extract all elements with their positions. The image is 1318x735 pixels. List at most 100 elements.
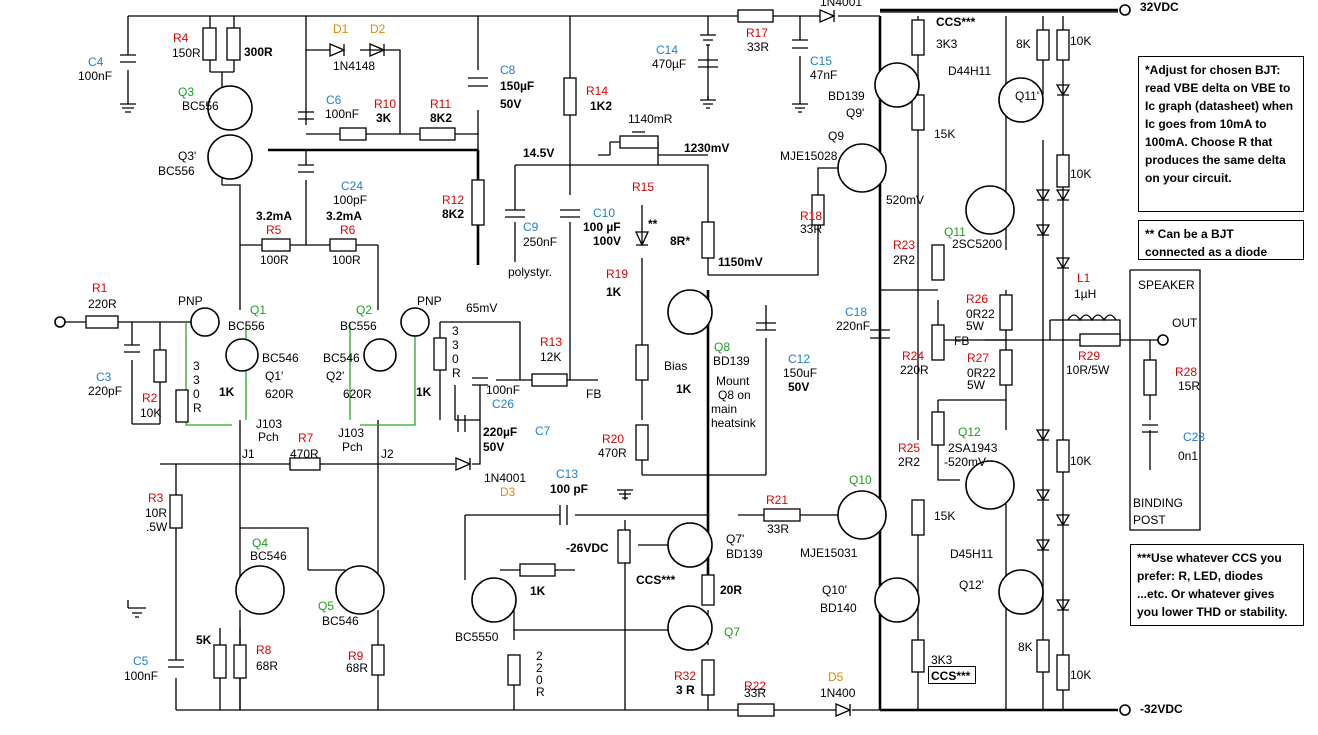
component-label: R17 bbox=[746, 26, 768, 40]
component-label: J103 bbox=[338, 426, 364, 440]
component-label: CCS*** bbox=[931, 669, 971, 683]
component-label: R12 bbox=[442, 193, 464, 207]
component-label: C3 bbox=[96, 370, 112, 384]
component-label: BC546 bbox=[323, 351, 360, 365]
component-label: 250nF bbox=[523, 235, 557, 249]
component-label: FB bbox=[586, 387, 601, 401]
component-label: 2R2 bbox=[893, 253, 915, 267]
component-label: 0 bbox=[536, 673, 543, 687]
component-label: 10K bbox=[140, 406, 161, 420]
component-label: J2 bbox=[381, 447, 394, 461]
component-label: BD139 bbox=[726, 547, 763, 561]
component-label: R14 bbox=[586, 84, 608, 98]
component-label: 620R bbox=[265, 387, 294, 401]
component-label: R23 bbox=[893, 238, 915, 252]
component-label: R32 bbox=[674, 669, 696, 683]
component-label: C15 bbox=[810, 54, 832, 68]
component-label: R3 bbox=[148, 491, 164, 505]
component-label: BD139 bbox=[828, 89, 865, 103]
component-label: 0R22 bbox=[967, 366, 996, 380]
component-label: D1 bbox=[333, 22, 349, 36]
component-label: 220R bbox=[88, 297, 117, 311]
component-label: PNP bbox=[178, 294, 203, 308]
component-label: Mount bbox=[716, 374, 750, 388]
component-label: 150uF bbox=[783, 366, 817, 380]
component-label: Pch bbox=[342, 440, 363, 454]
component-label: Q2 bbox=[356, 303, 372, 317]
component-label: 100R bbox=[332, 253, 361, 267]
component-label: R21 bbox=[766, 493, 788, 507]
component-label: R26 bbox=[966, 292, 988, 306]
component-label: Q8 bbox=[714, 340, 730, 354]
component-label: R4 bbox=[173, 31, 189, 45]
component-label: Q11' bbox=[1015, 89, 1039, 103]
component-label: 8R* bbox=[670, 234, 690, 248]
component-label: BC5550 bbox=[455, 630, 499, 644]
component-label: Q9' bbox=[846, 106, 864, 120]
component-label: 470µF bbox=[652, 57, 686, 71]
speaker-title: SPEAKER bbox=[1138, 278, 1195, 292]
component-label: C5 bbox=[133, 654, 149, 668]
component-label: J1 bbox=[242, 447, 255, 461]
component-label: MJE15028 bbox=[780, 149, 838, 163]
component-label: 10K bbox=[1070, 167, 1091, 181]
component-label: 1K bbox=[676, 382, 692, 396]
component-label: Q9 bbox=[828, 129, 844, 143]
component-label: BC546 bbox=[322, 614, 359, 628]
component-label: 33R bbox=[767, 522, 789, 536]
component-label: 2R2 bbox=[898, 455, 920, 469]
component-label: 2SA1943 bbox=[948, 441, 998, 455]
component-label: 520mV bbox=[886, 193, 924, 207]
component-label: R1 bbox=[92, 281, 108, 295]
component-label: R bbox=[452, 366, 461, 380]
component-label: 65mV bbox=[466, 301, 497, 315]
component-label: L1 bbox=[1077, 271, 1091, 285]
component-label: 68R bbox=[256, 659, 278, 673]
component-label: 0R22 bbox=[966, 307, 995, 321]
component-label: 3 bbox=[452, 338, 459, 352]
component-label: Q10' bbox=[822, 583, 847, 597]
component-label: R15 bbox=[632, 180, 654, 194]
component-label: 1K bbox=[219, 385, 235, 399]
component-label: C18 bbox=[845, 305, 867, 319]
component-label: 100nF bbox=[78, 69, 112, 83]
component-label: C10 bbox=[593, 206, 615, 220]
component-label: 470R bbox=[598, 446, 627, 460]
component-label: C23 bbox=[1183, 430, 1205, 444]
component-label: 3 bbox=[193, 373, 200, 387]
components bbox=[54, 4, 1169, 717]
component-label: 1K bbox=[530, 584, 546, 598]
speaker-post: POST bbox=[1133, 513, 1166, 527]
component-label: BC556 bbox=[158, 164, 195, 178]
component-label: R20 bbox=[602, 432, 624, 446]
component-label: 15R bbox=[1178, 379, 1200, 393]
component-label: 470R bbox=[290, 447, 319, 461]
component-label: 0 bbox=[193, 387, 200, 401]
component-label: -26VDC bbox=[566, 541, 609, 555]
component-label: Q8 on bbox=[718, 388, 751, 402]
component-label: 50V bbox=[500, 97, 521, 111]
component-label: R13 bbox=[540, 335, 562, 349]
component-label: 8K2 bbox=[430, 111, 452, 125]
component-label: 3.2mA bbox=[256, 209, 292, 223]
component-label: BD140 bbox=[820, 601, 857, 615]
component-label: 10K bbox=[1070, 668, 1091, 682]
component-label: 50V bbox=[483, 440, 504, 454]
note-bjt-adjust: *Adjust for chosen BJT: read VBE delta o… bbox=[1138, 56, 1304, 212]
component-label: 100 pF bbox=[550, 482, 588, 496]
component-label: R19 bbox=[606, 267, 628, 281]
component-label: 8K2 bbox=[442, 207, 464, 221]
component-label: C8 bbox=[500, 63, 516, 77]
component-label: 300R bbox=[244, 45, 273, 59]
component-label: R22 bbox=[744, 679, 766, 693]
component-label: R28 bbox=[1175, 365, 1197, 379]
component-label: 5W bbox=[966, 319, 985, 333]
component-label: 20R bbox=[720, 583, 742, 597]
component-label: 10K bbox=[1070, 454, 1091, 468]
component-label: 2 bbox=[536, 649, 543, 663]
component-label: D45H11 bbox=[950, 547, 993, 561]
component-label: D5 bbox=[828, 670, 844, 684]
component-label: 33R bbox=[747, 40, 769, 54]
